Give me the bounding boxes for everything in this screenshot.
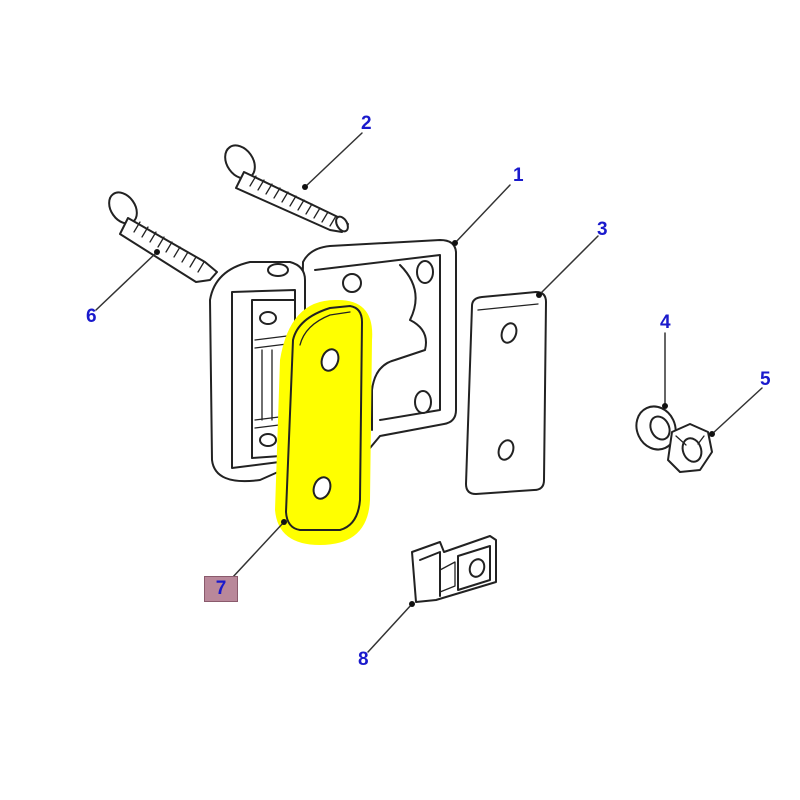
callout-1[interactable]: 1 — [513, 165, 524, 186]
clip-nut-part[interactable] — [411, 535, 497, 603]
nut-part[interactable] — [667, 423, 713, 473]
leader-dots — [154, 184, 715, 607]
callout-6[interactable]: 6 — [86, 306, 97, 327]
callout-4[interactable]: 4 — [660, 312, 671, 333]
washer-part[interactable] — [629, 400, 682, 456]
callout-5[interactable]: 5 — [760, 369, 771, 390]
screw-short-part[interactable] — [103, 187, 218, 283]
spacer-plate-part[interactable] — [275, 299, 373, 545]
callout-2[interactable]: 2 — [361, 113, 372, 134]
callout-7-selected[interactable]: 7 — [204, 576, 238, 602]
screw-long-part[interactable] — [219, 140, 350, 234]
leader-lines — [95, 132, 763, 653]
callout-8[interactable]: 8 — [358, 649, 369, 670]
backing-plate-part[interactable] — [465, 291, 547, 495]
callout-3[interactable]: 3 — [597, 219, 608, 240]
